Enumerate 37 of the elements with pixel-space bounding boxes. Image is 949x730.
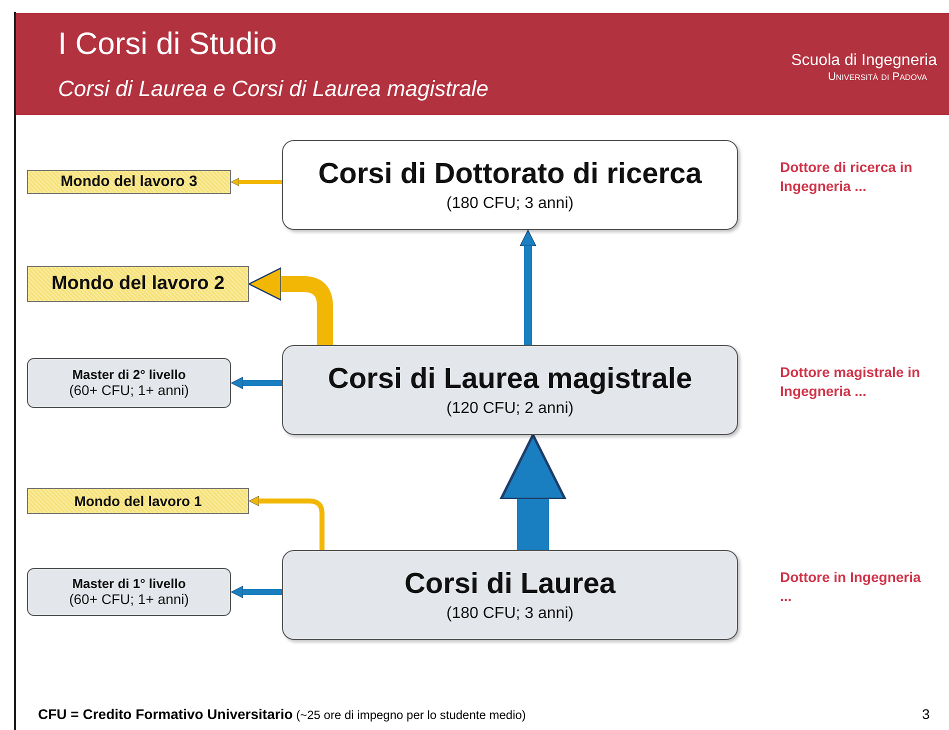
box-heading: Master di 2° livello [72, 366, 186, 382]
job-market-box [27, 266, 249, 302]
degree-title-note: Dottore magistrale in Ingegneria ... [780, 363, 922, 401]
arrow [500, 434, 566, 550]
box-detail: (120 CFU; 2 anni) [446, 399, 574, 418]
course-box [282, 550, 738, 640]
job-market-box [27, 488, 249, 514]
course-box [282, 345, 738, 435]
page-number: 3 [922, 706, 930, 722]
job-market-box [27, 170, 231, 194]
slide-subtitle: Corsi di Laurea e Corsi di Laurea magistrale [58, 76, 488, 102]
slide-title: I Corsi di Studio [58, 26, 277, 62]
box-detail: (180 CFU; 3 anni) [446, 604, 574, 624]
university-name: Università di Padova [828, 71, 927, 83]
box-heading: Mondo del lavoro 3 [60, 173, 198, 191]
arrow [520, 230, 536, 345]
master-box [27, 358, 231, 408]
school-name: Scuola di Ingegneria [791, 52, 937, 70]
course-box [282, 140, 738, 230]
arrow [230, 376, 282, 390]
degree-title-note: Dottore in Ingegneria ... [780, 568, 922, 606]
footnote: CFU = Credito Formativo Universitario (~25 ore di impegno per lo studente medio) [38, 706, 526, 722]
master-box [27, 568, 231, 616]
box-heading: Mondo del lavoro 2 [51, 272, 225, 296]
box-heading: Corsi di Laurea magistrale [328, 362, 692, 396]
box-detail: (180 CFU; 3 anni) [446, 194, 574, 214]
box-heading: Mondo del lavoro 1 [74, 492, 202, 510]
box-heading: Corsi di Dottorato di ricerca [318, 156, 702, 192]
arrow [230, 178, 282, 186]
box-heading: Master di 1° livello [72, 576, 186, 592]
box-detail: (60+ CFU; 1+ anni) [69, 382, 189, 400]
degree-title-note: Dottore di ricerca in Ingegneria ... [780, 158, 914, 196]
arrow [248, 267, 333, 345]
box-detail: (60+ CFU; 1+ anni) [69, 591, 189, 608]
arrow [230, 586, 282, 598]
arrow [248, 496, 324, 550]
box-heading: Corsi di Laurea [404, 566, 616, 602]
